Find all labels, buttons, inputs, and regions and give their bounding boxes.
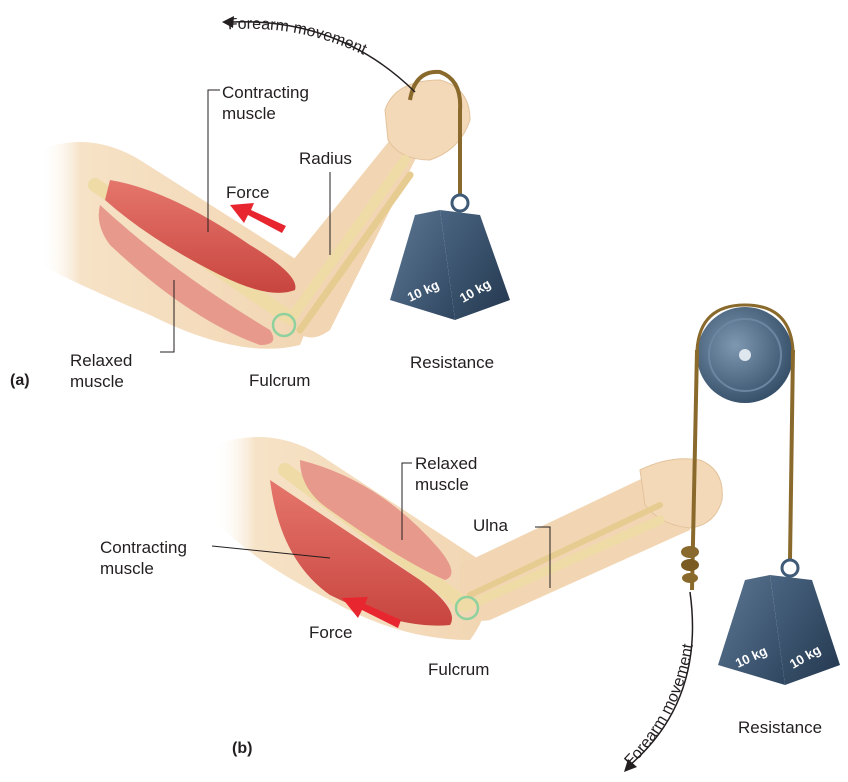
label-resistance-a: Resistance [410,352,494,373]
movement-label-a-path: Forearm movement [227,16,369,59]
weight-a: 10 kg 10 kg [390,210,510,320]
panel-a-illustration: 10 kg 10 kg Forearm movement [40,16,510,352]
panel-b-tag: (b) [232,740,252,758]
movement-label-b: Forearm movement [622,642,697,770]
label-fulcrum-b: Fulcrum [428,659,489,680]
label-contracting-muscle-b: Contracting muscle [100,537,220,579]
movement-label-a: Forearm movement [227,16,369,59]
weight-b: 10 kg 10 kg [718,575,840,685]
label-relaxed-muscle-b: Relaxed muscle [415,453,515,495]
radius-bone-a [290,160,405,320]
label-force-a: Force [226,182,269,203]
panel-a-tag: (a) [10,372,30,390]
movement-label-b-path: Forearm movement [622,642,697,770]
label-radius: Radius [299,148,352,169]
label-resistance-b: Resistance [738,717,822,738]
label-force-b: Force [309,622,352,643]
rope-knot-b [681,546,699,583]
label-fulcrum-a: Fulcrum [249,370,310,391]
label-contracting-muscle-a: Contracting muscle [222,82,342,124]
label-relaxed-muscle-a: Relaxed muscle [70,350,160,392]
label-ulna: Ulna [473,515,508,536]
